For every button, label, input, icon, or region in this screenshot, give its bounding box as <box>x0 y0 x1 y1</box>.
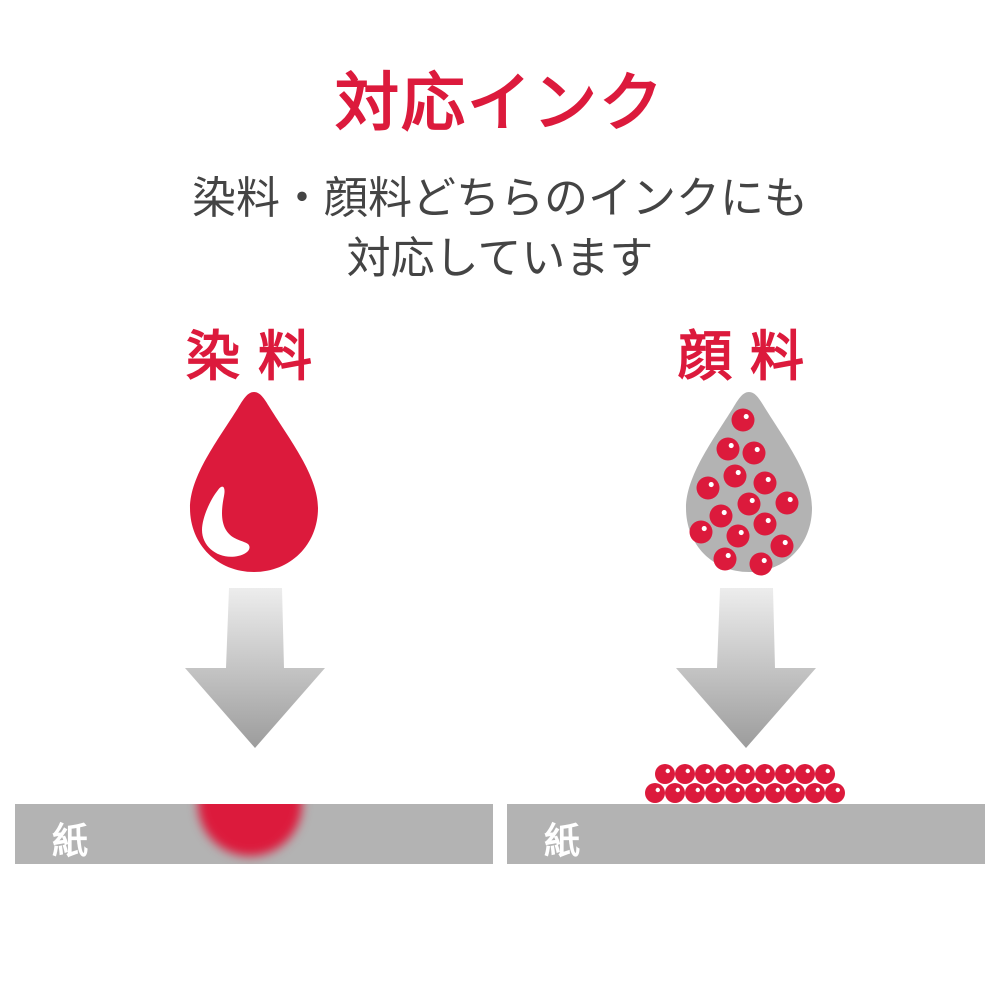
surface-particle <box>715 764 735 784</box>
paper-label: 紙 <box>52 821 89 862</box>
surface-particle <box>815 764 835 784</box>
paper-bar-dye: 紙 <box>15 804 493 864</box>
pigment-particle <box>713 547 737 571</box>
surface-particle <box>805 783 825 803</box>
subtitle-line-1: 染料・顔料どちらのインクにも <box>192 173 808 224</box>
pigment-particle <box>753 471 777 495</box>
surface-particle <box>685 783 705 803</box>
surface-particle <box>825 783 845 803</box>
surface-particle <box>785 783 805 803</box>
dye-drop-highlight <box>202 486 250 557</box>
pigment-particle <box>731 408 755 432</box>
surface-particle <box>775 764 795 784</box>
pigment-drop-icon <box>686 392 812 576</box>
pigment-particle <box>726 524 750 548</box>
surface-particle <box>655 764 675 784</box>
surface-particle <box>725 783 745 803</box>
surface-particle <box>735 764 755 784</box>
surface-particle <box>795 764 815 784</box>
surface-particle <box>765 783 785 803</box>
surface-particle <box>745 783 765 803</box>
pigment-particle <box>737 492 761 516</box>
pigment-particle <box>775 491 799 515</box>
pigment-particle <box>723 464 747 488</box>
dye-drop-icon <box>190 392 318 572</box>
pigment-particle <box>770 534 794 558</box>
pigment-particle <box>749 552 773 576</box>
pigment-drop-body <box>686 392 812 572</box>
page-title: 対応インク <box>335 67 665 141</box>
pigment-label: 顔料 <box>678 325 822 388</box>
pigment-particle <box>716 437 740 461</box>
arrow-down-icon <box>185 588 325 748</box>
paper-bar-pigment: 紙 <box>507 804 985 864</box>
surface-particle <box>645 783 665 803</box>
pigment-particle <box>753 512 777 536</box>
surface-particles <box>645 764 845 803</box>
pigment-particle <box>709 504 733 528</box>
surface-particle <box>695 764 715 784</box>
paper-label: 紙 <box>544 821 581 862</box>
pigment-particle <box>689 520 713 544</box>
surface-particle <box>665 783 685 803</box>
absorbed-ink-spot <box>198 804 302 856</box>
pigment-particle <box>696 476 720 500</box>
dye-label: 染料 <box>186 325 330 388</box>
surface-particle <box>705 783 725 803</box>
pigment-particle <box>742 441 766 465</box>
surface-particle <box>755 764 775 784</box>
arrow-down-icon <box>676 588 816 748</box>
surface-particle <box>675 764 695 784</box>
subtitle-line-2: 対応しています <box>346 233 654 284</box>
